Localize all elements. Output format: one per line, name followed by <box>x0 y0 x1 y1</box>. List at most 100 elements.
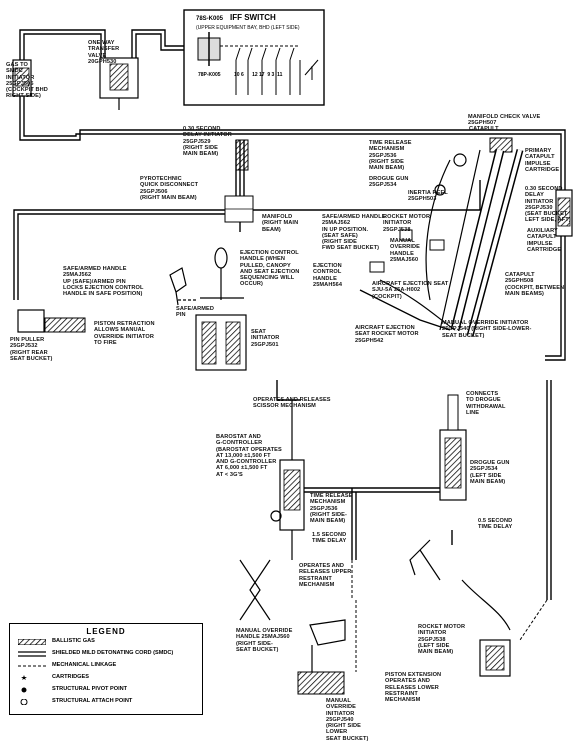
label-line: (RIGHT SIDE <box>183 144 218 151</box>
label-line: 25GPJ538 <box>383 226 411 233</box>
label-line: INITIATOR <box>525 198 554 205</box>
label-line: PIN PULLER <box>10 337 45 343</box>
label-line: CARTRIDGE <box>527 246 562 253</box>
label-line: PISTON RETRACTION <box>94 321 155 327</box>
manual-override-handle-lower <box>309 619 346 672</box>
label-line: AND G-CONTROLLER <box>216 459 277 466</box>
label-line: IN UP POSITION. <box>322 226 369 233</box>
label-line: INITIATOR <box>418 630 447 637</box>
label-line: HANDLE <box>390 250 414 257</box>
label-line: MAIN BEAM) <box>470 478 506 485</box>
label-line: SEAT BUCKET) <box>326 735 369 742</box>
label-line: SMDC <box>6 68 23 75</box>
label-line: MANIFOLD <box>262 214 293 220</box>
label-line: FWD SEAT BUCKET) <box>322 245 380 252</box>
label-line: MANIFOLD CHECK VALVE <box>468 114 541 120</box>
label-line: SAFE/ARMED <box>176 306 214 312</box>
label-line: CATAPULT <box>505 272 535 278</box>
legend-item-ballistic-gas: BALLISTIC GAS <box>18 637 200 647</box>
label-line: AIRCRAFT EJECTION SEAT <box>372 281 449 287</box>
label-line: CATAPULT <box>527 234 557 241</box>
label-line: 25GPJ538 <box>418 636 446 643</box>
label-line: MECHANISM <box>299 581 335 588</box>
label-line: MAIN BEAM) <box>369 165 405 172</box>
label-line: SAFE/ARMED HANDLE <box>63 266 127 272</box>
iff-part2-label: 78P-K005 <box>198 72 221 78</box>
label-line: 25GPJ534 <box>369 182 397 189</box>
label-line: PRIMARY <box>525 148 552 154</box>
label-line: HANDLE (WHEN <box>240 256 286 263</box>
label-line: TRANSFER <box>88 46 120 53</box>
label-line: MAIN BEAM) <box>310 518 346 525</box>
label-line: AIRCRAFT EJECTION <box>355 325 415 331</box>
label-line: SJU-5A 25A-H002 <box>372 287 421 294</box>
rocket-motor-initiator-lower <box>461 579 511 677</box>
label-line: (SEAT SAFE) <box>322 232 358 239</box>
label-line: HANDLE IN SAFE POSITION) <box>63 291 143 298</box>
label-line: UP (SAFE)/ARMED PIN <box>63 278 126 285</box>
label-line: CARTRIDGE <box>525 166 560 173</box>
pyrotechnic-quick-disconnect <box>224 195 254 223</box>
legend-text: SHIELDED MILD DETONATING CORD (SMDC) <box>52 650 174 656</box>
label-line: 25GPJ529 <box>183 138 211 145</box>
label-line: EJECTION <box>313 263 342 269</box>
time-delay-lower <box>409 539 441 581</box>
label-line: BAROSTAT AND <box>216 434 261 440</box>
label-line: 25GPJ540 <box>326 716 354 723</box>
iff-part-label: 78S-K005 <box>196 16 224 22</box>
label-line: (LEFT SIDE <box>470 472 502 479</box>
iff-title: IFF SWITCH <box>230 13 276 22</box>
iff-subtitle: (UPPER EQUIPMENT BAY, BHD (LEFT SIDE) <box>196 25 300 31</box>
label-line: AUXILIARY <box>527 228 558 234</box>
label-catapult-top: CATAPULT <box>469 126 499 132</box>
label-line: (RIGHT SIDE- <box>236 640 273 647</box>
label-line: (RIGHT REAR <box>10 349 48 356</box>
label-line: HANDLE <box>313 275 337 282</box>
label-line: MANUAL OVERRIDE INITIATOR <box>442 320 529 326</box>
lower-linkages <box>351 560 548 672</box>
drogue-gun-lower <box>439 394 467 501</box>
label-line: VALVE <box>88 52 107 59</box>
label-line: CONNECTS <box>466 391 499 397</box>
iff-switch-box: 78S-K005 IFF SWITCH (UPPER EQUIPMENT BAY… <box>183 9 325 106</box>
one-way-transfer-valve <box>99 57 139 110</box>
label-line: AND SEAT EJECTION <box>240 268 300 275</box>
ballistic-gas-icon <box>18 639 46 645</box>
manual-override-initiator-lower <box>297 671 345 695</box>
label-line: ROCKET MOTOR <box>383 214 431 220</box>
label-line: (RIGHT MAIN BEAM) <box>140 194 197 201</box>
label-line: 25MAH564 <box>313 281 343 288</box>
label-line: INITIATOR <box>6 74 35 81</box>
label-line: IMPULSE <box>525 160 551 167</box>
label-line: LOWER <box>326 729 348 736</box>
scissor-mechanism <box>239 559 271 621</box>
label-line: MANUAL <box>326 698 351 704</box>
label-line: WITHDRAWAL <box>466 403 506 410</box>
label-line: TIME DELAY <box>478 524 513 531</box>
attach-point-icon <box>20 699 28 705</box>
label-line: (COCKPIT BHD <box>6 87 48 94</box>
label-line: 25GPJ505 <box>6 80 34 87</box>
label-line: ROCKET MOTOR <box>418 624 466 630</box>
legend-item-pivot-point: STRUCTURAL PIVOT POINT <box>18 685 200 695</box>
